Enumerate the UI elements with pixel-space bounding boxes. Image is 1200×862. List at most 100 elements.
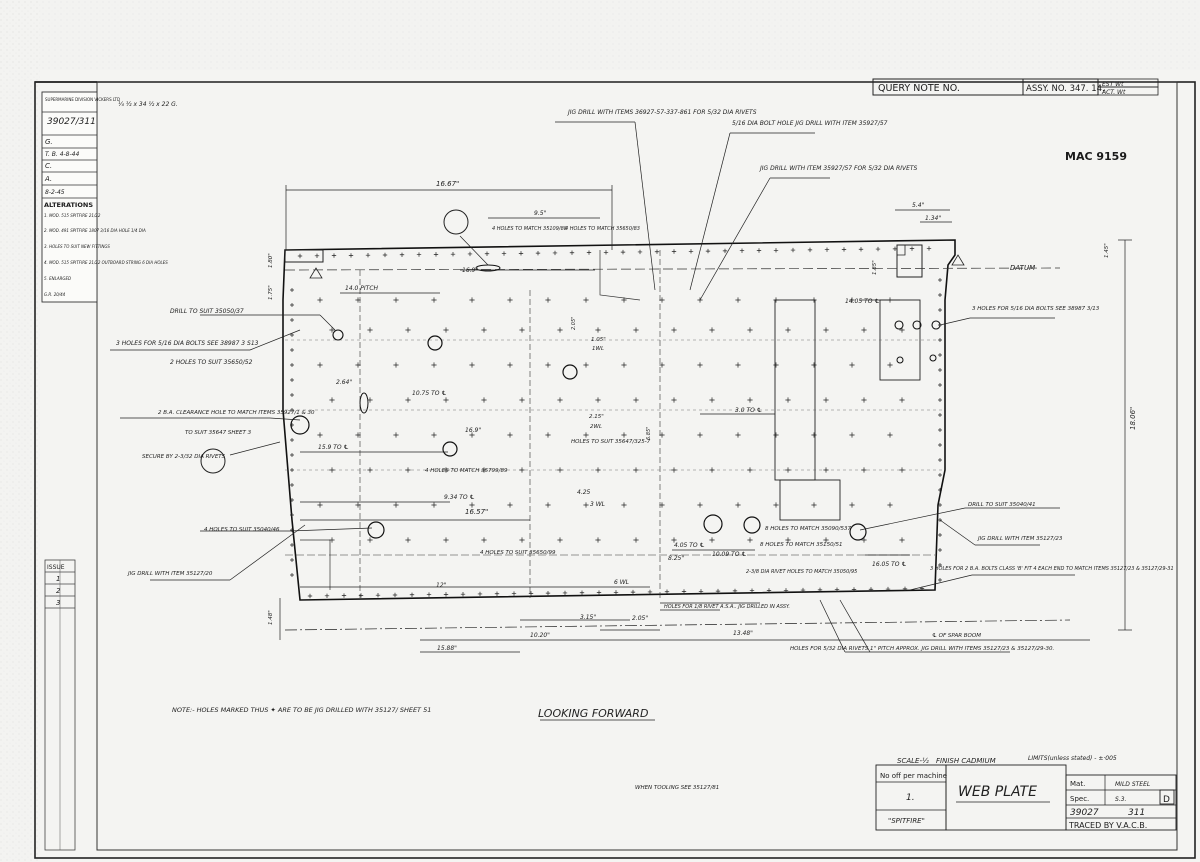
rivet-mark <box>431 297 437 303</box>
rivet-mark <box>481 327 487 333</box>
company-stamp: SUPERMARINE DIVISION VICKERS LTD <box>45 97 120 102</box>
rivet-mark <box>735 297 741 303</box>
rivet-mark <box>637 249 643 255</box>
callout-left-6: SECURE BY 2-3/32 DIA RIVETS <box>142 454 226 460</box>
rivet-mark <box>885 586 891 592</box>
dim-23: 2.05" <box>632 615 648 622</box>
rivet-mark <box>785 327 791 333</box>
callout-left-7: 4 HOLES TO SUIT 35040/46 <box>204 527 280 533</box>
rivet-mark <box>290 318 294 322</box>
callout-right-1: 3 HOLES FOR 5/16 DIA BOLTS SEE 38987 3/1… <box>972 306 1100 312</box>
rivet-mark <box>528 591 534 596</box>
rivet-mark <box>697 362 703 368</box>
rivet-mark <box>519 537 525 543</box>
rivet-mark <box>392 592 398 598</box>
rivet-mark <box>785 397 791 403</box>
rivet-mark <box>583 297 589 303</box>
dim-12: 2.64" <box>336 379 352 386</box>
rivet-mark <box>393 502 399 508</box>
rivet-mark <box>443 537 449 543</box>
rivet-mark <box>290 378 294 382</box>
dim-39: 1WL <box>592 346 604 352</box>
alteration-5: 5. ENLARGED <box>44 276 71 281</box>
spar-boom-label: ℄ OF SPAR BOOM <box>932 632 981 639</box>
rivet-mark <box>773 362 779 368</box>
rivet-mark <box>552 250 558 256</box>
rivet-mark <box>507 432 513 438</box>
view-label: LOOKING FORWARD <box>538 707 648 720</box>
rivet-mark <box>861 467 867 473</box>
callout-interior-4: 4 HOLES TO SUIT 35650/99 <box>480 550 556 556</box>
dim-17: 4.05 TO ℄ <box>674 542 705 549</box>
rivet-mark <box>861 327 867 333</box>
alterations-title: ALTERATIONS <box>44 201 93 209</box>
spec-label: Spec. <box>1070 795 1089 803</box>
rivet-mark <box>595 327 601 333</box>
rivet-mark <box>469 297 475 303</box>
callout-top-5: 4 HOLES TO MATCH 35650/83 <box>565 226 640 232</box>
rivet-mark <box>938 383 942 387</box>
callout-bottom-1: HOLES FOR 5/32 DIA RIVETS 1" PITCH APPRO… <box>790 646 1055 652</box>
dim-20: 14.05 TO ℄ <box>845 298 880 305</box>
rivet-mark <box>399 252 405 257</box>
rivet-mark <box>671 467 677 473</box>
rivet-mark <box>790 247 796 253</box>
rivet-mark <box>431 432 437 438</box>
rivet-mark <box>785 537 791 543</box>
rivet-mark <box>595 537 601 543</box>
dim-35: 2.05" <box>571 317 577 330</box>
callout-left-8: JIG DRILL WITH ITEM 35127/20 <box>127 571 213 577</box>
rivet-mark <box>938 293 942 297</box>
rivet-mark <box>519 397 525 403</box>
rivet-mark <box>938 533 942 537</box>
left-row-3: C. <box>45 162 52 170</box>
alteration-3: 3. HOLES TO SUIT NEW FITTINGS <box>44 244 110 249</box>
rivet-mark <box>535 250 541 256</box>
assy-no: ASSY. NO. 347. 14. <box>1026 84 1105 94</box>
dim-29: 1.45" <box>1104 243 1110 258</box>
callout-interior-1: 4 HOLES TO MATCH 35799/89 <box>425 468 508 474</box>
alteration-1: 1. MOD. 515 SPITFIRE 21/22 <box>44 213 101 218</box>
dim-38: 2WL <box>590 424 602 430</box>
datum-triangle-left <box>309 267 323 279</box>
rivet-pattern <box>290 246 942 599</box>
stock-size: ¼ ½ x 34 ½ x 22 G. <box>118 101 178 108</box>
rivet-mark <box>367 467 373 473</box>
rivet-mark <box>481 537 487 543</box>
aircraft-label: "SPITFIRE" <box>888 817 925 825</box>
act-wt: ACT. Wt <box>1101 89 1126 96</box>
rivet-mark <box>519 327 525 333</box>
rivet-mark <box>858 247 864 252</box>
rivet-mark <box>849 432 855 438</box>
est-wt: EST Wt <box>1102 81 1124 88</box>
rivet-mark <box>355 297 361 303</box>
rivet-mark <box>405 537 411 543</box>
rivet-mark <box>331 253 337 258</box>
callout-bottom-2: HOLES FOR 1/8 RIVET A.S.A.. JIG DRILLED … <box>664 604 790 610</box>
sheet-number: 311 <box>1128 808 1145 818</box>
callout-left-4: 2 B.A. CLEARANCE HOLE TO MATCH ITEMS 359… <box>158 410 315 416</box>
rivet-mark <box>785 467 791 473</box>
dim-27: 18.06" <box>1129 407 1137 430</box>
rivet-mark <box>849 362 855 368</box>
rivet-mark <box>773 297 779 303</box>
rivet-mark <box>875 246 881 252</box>
rivet-mark <box>620 249 626 255</box>
inner-border <box>96 81 1178 851</box>
rivet-mark <box>290 468 294 472</box>
dim-26: 13.48" <box>733 630 753 637</box>
rivet-mark <box>603 250 609 255</box>
rivet-mark <box>621 362 627 368</box>
rivet-mark <box>431 362 437 368</box>
issue-1: 1 <box>56 575 60 583</box>
left-row-2: T. B. 4-8-44 <box>45 151 79 158</box>
rivet-mark <box>938 338 942 342</box>
dim-19: 16.05 TO ℄ <box>872 561 907 568</box>
rivet-mark <box>659 502 665 508</box>
rivet-mark <box>443 467 449 473</box>
rivet-mark <box>484 251 490 256</box>
rivet-mark <box>355 502 361 508</box>
rivet-mark <box>938 488 942 492</box>
rivet-mark <box>938 503 942 507</box>
rivet-mark <box>317 297 323 303</box>
